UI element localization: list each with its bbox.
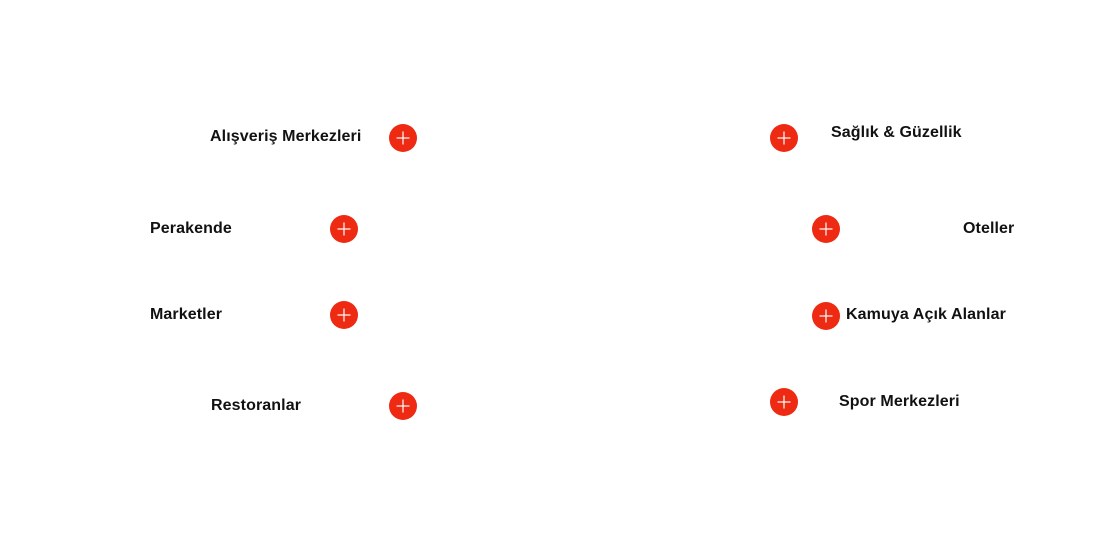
label-retail: Perakende — [150, 220, 232, 237]
label-hotels: Oteller — [963, 220, 1015, 237]
public-areas-plus-button[interactable] — [812, 302, 840, 330]
restaurants-plus-button[interactable] — [389, 392, 417, 420]
label-public-areas: Kamuya Açık Alanlar — [846, 306, 1006, 323]
plus-icon — [330, 215, 358, 243]
plus-icon — [770, 124, 798, 152]
markets-plus-button[interactable] — [330, 301, 358, 329]
label-health-beauty: Sağlık & Güzellik — [831, 124, 962, 141]
label-restaurants: Restoranlar — [211, 397, 302, 414]
health-beauty-plus-button[interactable] — [770, 124, 798, 152]
plus-icon — [770, 388, 798, 416]
plus-icon — [389, 392, 417, 420]
sports-centers-plus-button[interactable] — [770, 388, 798, 416]
plus-icon — [389, 124, 417, 152]
plus-icon — [812, 302, 840, 330]
plus-icon — [330, 301, 358, 329]
hotels-plus-button[interactable] — [812, 215, 840, 243]
label-sports-centers: Spor Merkezleri — [839, 393, 960, 410]
retail-plus-button[interactable] — [330, 215, 358, 243]
label-markets: Marketler — [150, 306, 223, 323]
shopping-malls-plus-button[interactable] — [389, 124, 417, 152]
label-shopping-malls: Alışveriş Merkezleri — [210, 128, 362, 145]
plus-icon — [812, 215, 840, 243]
